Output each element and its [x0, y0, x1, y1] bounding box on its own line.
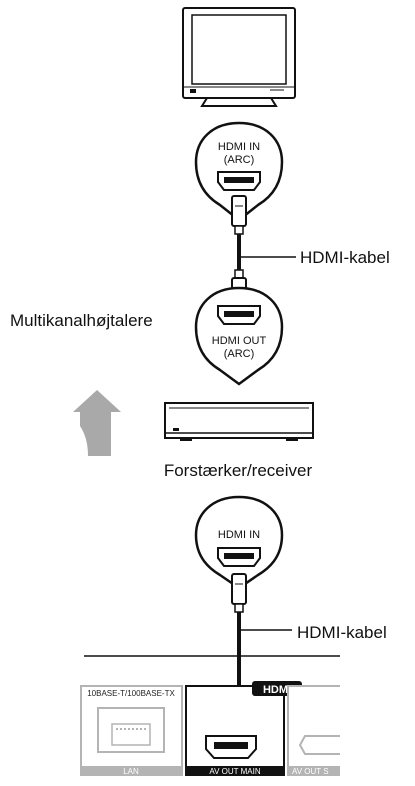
lan-spec-label: 10BASE-T/100BASE-TX	[87, 689, 175, 698]
av-out-main-label: AV OUT MAIN	[209, 767, 260, 776]
av-out-sub-port: AV OUT S	[287, 685, 340, 776]
amp-port-label: HDMI OUT	[212, 335, 267, 347]
hdmi-logo-text: HDMI	[263, 684, 291, 696]
amplifier-label: Forstærker/receiver	[164, 461, 313, 480]
tv-port-label: HDMI IN	[218, 141, 260, 153]
up-arrow-icon	[73, 390, 121, 456]
lan-port-icon: 10BASE-T/100BASE-TX LAN	[80, 685, 183, 776]
tv-icon	[182, 7, 296, 107]
amp-hdmi-out-port-icon: HDMI OUT (ARC)	[194, 286, 284, 386]
cable-1-label: HDMI-kabel	[300, 248, 390, 267]
amp-in-port-label: HDMI IN	[218, 529, 260, 541]
amp-hdmi-in-port-icon: HDMI IN	[194, 495, 284, 590]
speakers-label: Multikanalhøjtalere	[10, 311, 153, 330]
lan-label: LAN	[123, 767, 139, 776]
hdmi-plug-icon	[231, 195, 247, 227]
cable-2-label: HDMI-kabel	[297, 623, 387, 642]
av-out-sub-label: AV OUT S	[292, 767, 329, 776]
tv-hdmi-port-icon: HDMI IN (ARC)	[194, 121, 284, 222]
amp-port-sublabel: (ARC)	[224, 348, 255, 360]
tv-port-sublabel: (ARC)	[224, 154, 255, 166]
amplifier-icon	[164, 402, 314, 441]
hdmi-plug-icon	[231, 573, 247, 605]
av-out-main-port: HDMI AV OUT MAIN	[185, 681, 302, 776]
